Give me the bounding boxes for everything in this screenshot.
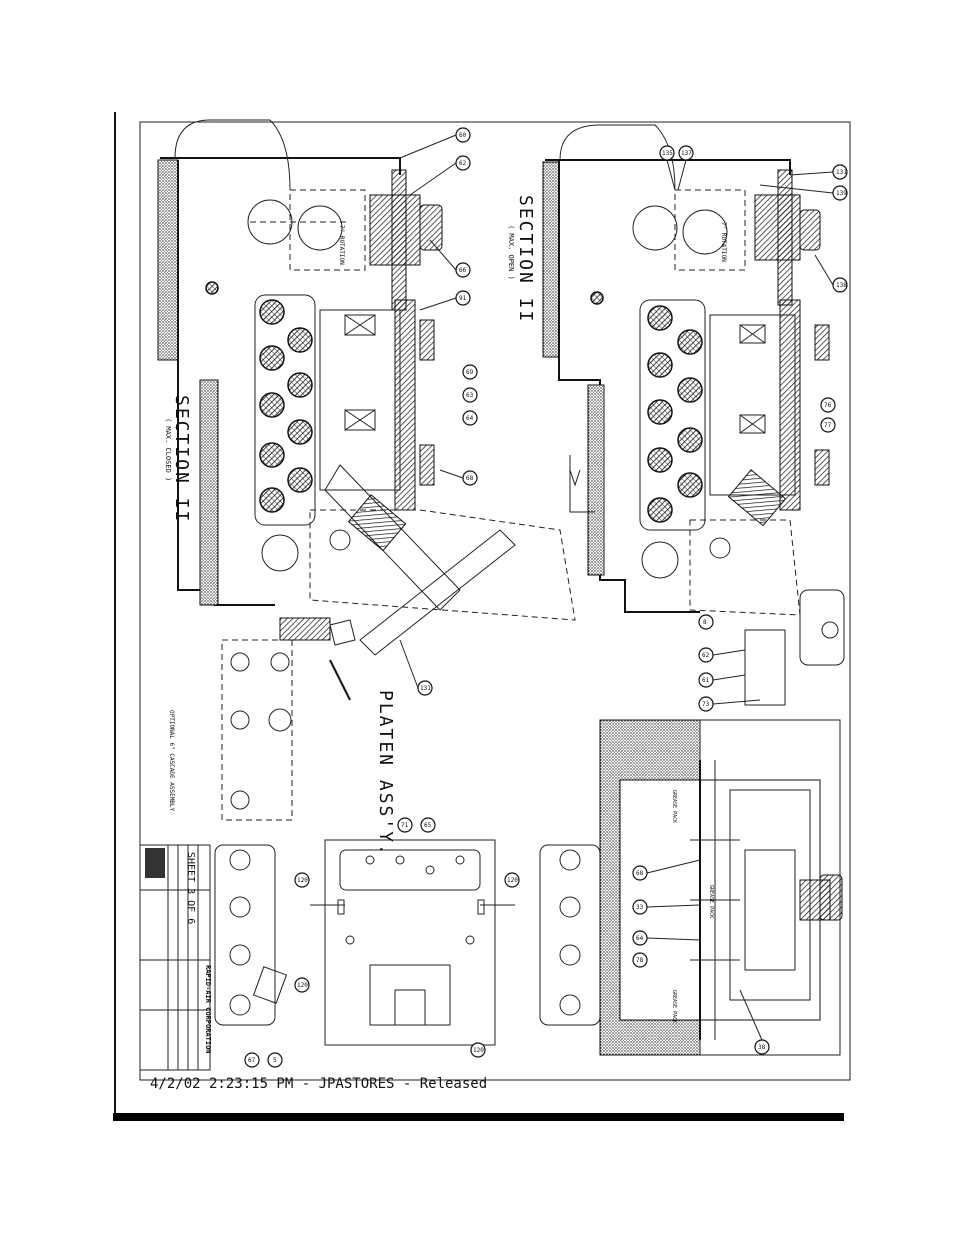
svg-text:65: 65 — [424, 822, 432, 829]
footer-release-note: 4/2/02 2:23:15 PM - JPASTORES - Released — [150, 1076, 487, 1092]
title-block: SHEET 3 OF 6 RAPID-AIR CORPORATION — [139, 844, 212, 1071]
svg-text:62: 62 — [702, 652, 710, 659]
grease-pack-section-drawing — [599, 719, 843, 1056]
svg-text:120: 120 — [507, 877, 518, 884]
svg-text:64: 64 — [466, 415, 474, 422]
svg-text:135: 135 — [662, 150, 673, 157]
platen-assembly-drawing — [214, 839, 601, 1046]
svg-text:68: 68 — [636, 870, 644, 877]
svg-text:33: 33 — [636, 904, 644, 911]
svg-text:62: 62 — [459, 160, 467, 167]
svg-text:69: 69 — [466, 369, 474, 376]
sheet-label: SHEET 3 OF 6 — [185, 852, 196, 924]
svg-text:71: 71 — [401, 822, 409, 829]
section-left-labels: SECTION II ( MAX. CLOSED ) 7° ROTATION — [164, 225, 345, 523]
svg-text:5: 5 — [273, 1057, 277, 1064]
section-left-drawing — [157, 119, 576, 821]
svg-text:138: 138 — [836, 282, 847, 289]
svg-text:GREASE PACK: GREASE PACK — [671, 990, 677, 1023]
svg-text:120: 120 — [297, 877, 308, 884]
balloons-bottom: 68 33 64 78 38 — [632, 859, 770, 1055]
svg-text:60: 60 — [459, 132, 467, 139]
platen-labels: PLATEN ASS'Y. OPTIONAL 6" CASCADE ASSEMB… — [168, 690, 396, 857]
svg-text:GREASE PACK: GREASE PACK — [671, 790, 677, 823]
svg-text:78: 78 — [636, 957, 644, 964]
svg-text:38: 38 — [758, 1044, 766, 1051]
svg-text:131: 131 — [420, 685, 431, 692]
svg-text:8: 8 — [703, 619, 707, 626]
svg-text:137: 137 — [681, 150, 692, 157]
svg-text:139: 139 — [836, 190, 847, 197]
svg-text:66: 66 — [459, 267, 467, 274]
svg-text:77: 77 — [824, 422, 832, 429]
section-left-note: ( MAX. CLOSED ) — [164, 418, 172, 481]
svg-text:131: 131 — [836, 169, 847, 176]
section-left-title: SECTION II — [171, 395, 192, 523]
svg-text:64: 64 — [636, 935, 644, 942]
svg-text:67: 67 — [248, 1057, 256, 1064]
rotation-label-right: 7° ROTATION — [720, 222, 727, 262]
rotation-label-left: 7° ROTATION — [338, 225, 345, 265]
section-right-labels: SECTION II ( MAX. OPEN ) 7° ROTATION — [507, 195, 727, 323]
platen-title: PLATEN ASS'Y. — [375, 690, 396, 857]
svg-text:91: 91 — [459, 295, 467, 302]
section-right-title: SECTION II — [515, 195, 536, 323]
sheet-border — [113, 112, 851, 1121]
company-name: RAPID-AIR CORPORATION — [204, 965, 212, 1054]
svg-text:61: 61 — [702, 677, 710, 684]
svg-text:76: 76 — [824, 402, 832, 409]
balloons-platen: 71 65 120 120 120 120 67 5 — [244, 817, 520, 1068]
section-right-drawing — [542, 124, 845, 706]
balloons-right: 135 137 131 139 138 76 77 8 62 61 73 — [659, 145, 848, 712]
svg-text:63: 63 — [466, 392, 474, 399]
balloons-left: 60 62 66 91 69 63 64 68 131 — [399, 127, 478, 696]
svg-text:73: 73 — [702, 701, 710, 708]
svg-text:GREASE PACK: GREASE PACK — [708, 885, 714, 918]
cascade-note: OPTIONAL 6" CASCADE ASSEMBLY — [168, 710, 175, 812]
svg-text:120: 120 — [297, 982, 308, 989]
grease-labels: GREASE PACK GREASE PACK GREASE PACK — [671, 790, 714, 1023]
section-right-note: ( MAX. OPEN ) — [507, 225, 515, 280]
svg-text:120: 120 — [473, 1047, 484, 1054]
svg-text:68: 68 — [466, 475, 474, 482]
